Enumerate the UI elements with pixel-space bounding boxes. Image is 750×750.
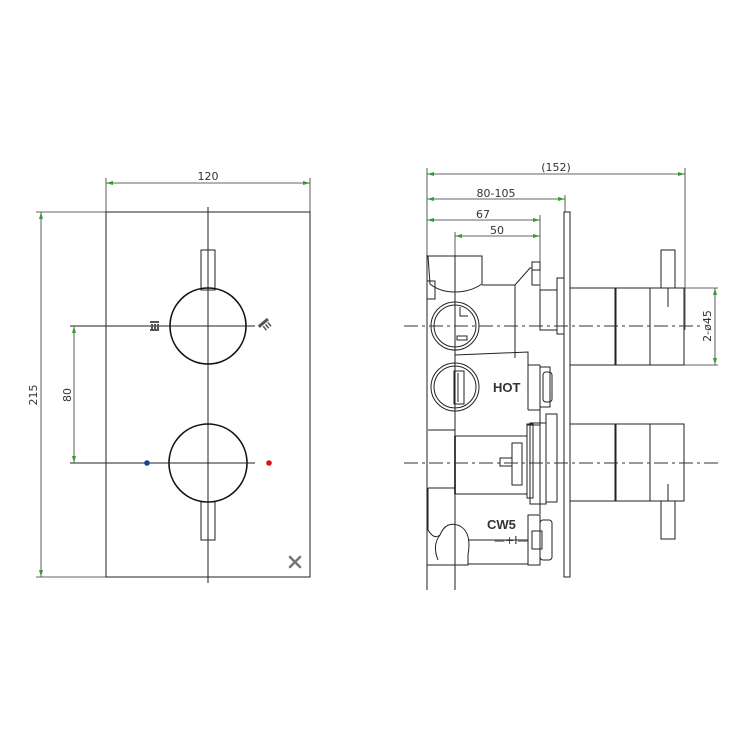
top-lever bbox=[200, 249, 216, 291]
shower-head-icon bbox=[257, 317, 272, 331]
cold-check-valve-label: CW5 bbox=[487, 517, 516, 532]
cold-indicator-dot bbox=[144, 460, 150, 466]
front-view: 120 215 80 bbox=[27, 170, 311, 583]
cold-inlet bbox=[427, 488, 553, 566]
cross-logo-icon bbox=[288, 555, 302, 569]
depth-67-label: 67 bbox=[476, 208, 490, 221]
check-valve-symbol: —+I— bbox=[494, 534, 528, 547]
height-dimension: 215 bbox=[27, 211, 106, 578]
width-dimension: 120 bbox=[105, 170, 311, 212]
spacing-dimension: 80 bbox=[61, 326, 76, 463]
wall-plate bbox=[563, 211, 571, 578]
cartridge-body bbox=[428, 410, 558, 514]
thermostat-handle-side bbox=[569, 423, 685, 540]
side-view: (152) 80-105 67 50 bbox=[404, 161, 718, 590]
hot-indicator-dot bbox=[266, 460, 272, 466]
height-label: 215 bbox=[27, 385, 40, 406]
hot-inlet-port bbox=[430, 362, 480, 412]
handle-diameter-dimension: 2-ø45 bbox=[684, 287, 718, 366]
depth-dimensions: (152) 80-105 67 50 bbox=[426, 161, 686, 330]
wall-depth-label: 80-105 bbox=[477, 187, 516, 200]
depth-50-label: 50 bbox=[490, 224, 504, 237]
top-sleeve bbox=[539, 289, 558, 331]
handle-diameter-label: 2-ø45 bbox=[701, 310, 714, 342]
width-label: 120 bbox=[198, 170, 219, 183]
overall-depth-label: (152) bbox=[541, 161, 571, 174]
bottom-lever bbox=[200, 501, 216, 541]
hot-label: HOT bbox=[493, 380, 521, 395]
valve-body bbox=[426, 255, 541, 411]
diverter-handle-side bbox=[569, 249, 685, 366]
spacing-label: 80 bbox=[61, 388, 74, 402]
bath-filler-icon bbox=[150, 321, 159, 331]
hot-inlet-nut bbox=[539, 366, 553, 408]
